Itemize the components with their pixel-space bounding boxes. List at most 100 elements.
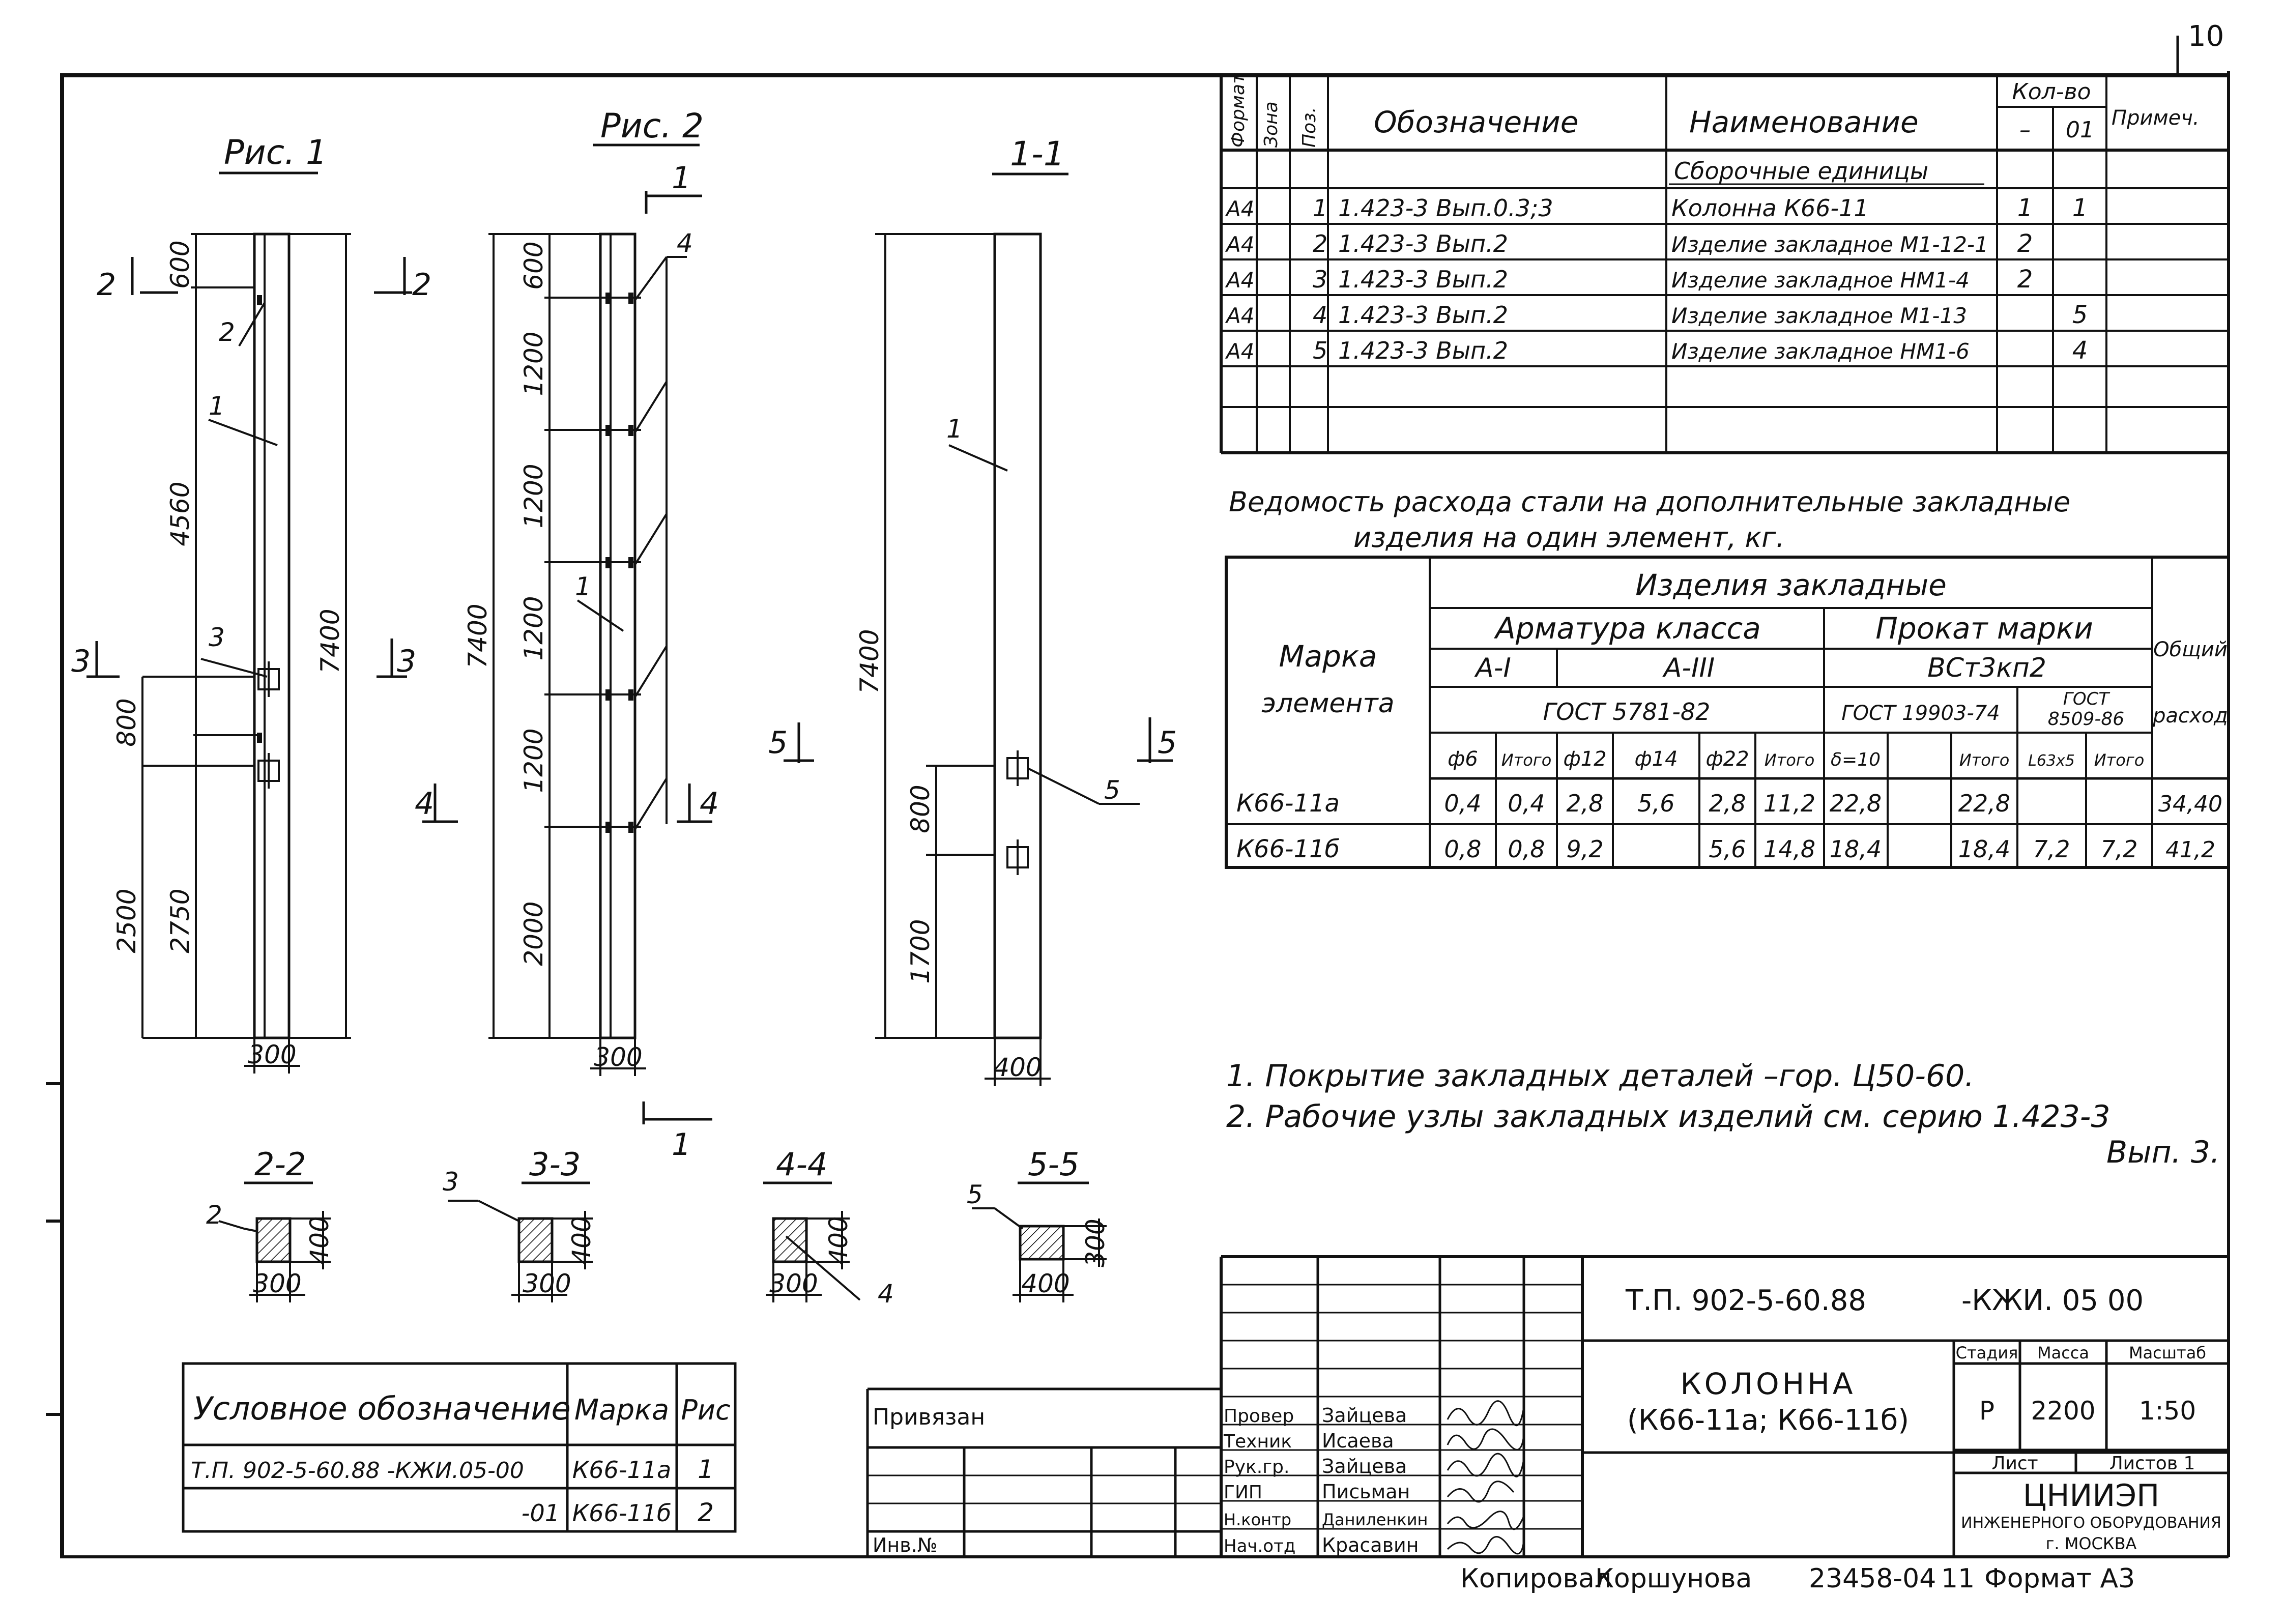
title-stage-h: Стадия: [1956, 1343, 2018, 1362]
legend-row2-fig: 2: [698, 1498, 714, 1527]
steel-title-line2: изделия на один элемент, кг.: [1353, 521, 1785, 554]
privyazan-text: Привязан Инв.№: [873, 1404, 985, 1556]
role-1: Провер: [1224, 1406, 1294, 1427]
spec-row4-name: Изделие закладное М1-13: [1671, 303, 1967, 328]
spec-row2-designation: 1.423-3 Вып.2: [1338, 230, 1508, 257]
fig1-dim-4560: 4560: [165, 481, 195, 546]
steel-col-10: L63х5: [2028, 752, 2075, 770]
steel-h-prokat: Прокат марки: [1875, 611, 2093, 646]
section-4-4-callout: 4: [878, 1279, 894, 1309]
title-block: [1220, 1255, 2229, 1557]
legend-h-desc: Условное обозначение: [193, 1390, 571, 1427]
steel-row1-c4: 5,6: [1637, 790, 1674, 817]
section-3-3-height: 400: [567, 1216, 596, 1264]
steel-h-gost1: ГОСТ 5781-82: [1543, 698, 1711, 726]
title-sheet-h: Лист: [1991, 1453, 2038, 1474]
title-name-2: (К66-11а; К66-11б): [1627, 1404, 1909, 1437]
fig2-view: Рис. 2: [422, 106, 712, 1124]
section-1-1-cut-5-right: 5: [1158, 725, 1177, 761]
spec-row1-designation: 1.423-3 Вып.0.3;3: [1338, 194, 1553, 222]
fig2-dim-1200-b: 1200: [519, 463, 548, 528]
legend-table: [182, 1362, 737, 1533]
org-name-1: ЦНИИЭП: [2023, 1478, 2159, 1514]
section-1-1-dim-800: 800: [906, 785, 935, 833]
section-1-1-dim-1700: 1700: [906, 919, 935, 983]
steel-row2-mark: К66-11б: [1236, 835, 1340, 863]
spec-table: [1220, 75, 2229, 454]
steel-h-gost3-b: 8509-86: [2048, 709, 2124, 730]
spec-h-qty-a: –: [2019, 117, 2031, 143]
fig1-callout-3: 3: [209, 623, 225, 652]
section-1-1-view: 1-1: [784, 134, 1173, 1086]
fig2-dim-1200-c: 1200: [519, 596, 548, 660]
legend-row1-desc: Т.П. 902-5-60.88 -КЖИ.05-00: [191, 1458, 524, 1484]
sheet-frame: [46, 36, 2230, 1558]
section-4-4-title: 4-4: [776, 1146, 827, 1183]
section-2-2-title: 2-2: [254, 1146, 306, 1183]
section-3-3-width: 300: [523, 1269, 571, 1298]
steel-h-mark: Марка: [1279, 639, 1377, 674]
steel-h-armatura: Арматура класса: [1493, 611, 1761, 646]
spec-row3-pos: 3: [1313, 266, 1327, 293]
page-number: 10: [2188, 20, 2224, 53]
section-2-2-callout: 2: [206, 1200, 222, 1230]
spec-row2-format: А4: [1225, 232, 1254, 257]
spec-h-qty: Кол-во: [2012, 79, 2091, 105]
steel-h-steel: ВСт3кп2: [1927, 653, 2046, 683]
name-2: Исаева: [1322, 1430, 1394, 1452]
fig2-callout-1: 1: [575, 572, 591, 601]
spec-row2-qty-a: 2: [2017, 229, 2033, 258]
fig1-labels: 600 4560 800 2500 2750 7400 300 2 1 3 2 …: [71, 240, 431, 1069]
title-block-text: Т.П. 902-5-60.88 -КЖИ. 05 00 КОЛОННА (К6…: [1223, 1284, 2221, 1556]
steel-col-7: δ=10: [1831, 749, 1881, 770]
steel-h-mark2: элемента: [1261, 688, 1394, 719]
section-1-1-dim-400: 400: [993, 1053, 1042, 1082]
signatures: [1447, 1400, 1525, 1555]
steel-h-gost2: ГОСТ 19903-74: [1841, 702, 2000, 725]
title-mass-h: Масса: [2037, 1343, 2089, 1362]
name-6: Красавин: [1322, 1534, 1419, 1556]
spec-row5-pos: 5: [1313, 337, 1327, 364]
title-scale: 1:50: [2139, 1396, 2196, 1426]
steel-col-2: Итого: [1501, 750, 1552, 770]
title-sheets-h: Листов 1: [2109, 1453, 2195, 1474]
steel-col-11: Итого: [2094, 750, 2145, 770]
fig2-dim-1200-a: 1200: [519, 331, 548, 396]
section-4-4-height: 400: [824, 1216, 853, 1264]
legend-table-text: Условное обозначение Марка Рис Т.П. 902-…: [191, 1390, 731, 1527]
doc-number: 23458-04: [1809, 1563, 1936, 1594]
fig1-cut-3-right: 3: [397, 644, 416, 679]
spec-row5-name: Изделие закладное НМ1-6: [1671, 339, 1970, 364]
fig2-dim-1200-d: 1200: [519, 728, 548, 793]
steel-row2-c2: 0,8: [1508, 835, 1545, 863]
privyazan-label: Привязан: [873, 1404, 985, 1430]
spec-h-note: Примеч.: [2112, 106, 2200, 130]
section-5-5-title: 5-5: [1028, 1146, 1079, 1183]
title-code: Т.П. 902-5-60.88: [1625, 1284, 1866, 1317]
name-3: Зайцева: [1322, 1455, 1407, 1477]
fig1-cut-2-right: 2: [412, 267, 431, 303]
steel-row2-c6: 14,8: [1763, 835, 1815, 863]
fig2-labels: 600 1200 1200 1200 1200 2000 7400 300 4 …: [415, 160, 719, 1163]
copied-by: Копировал: [1460, 1563, 1611, 1594]
section-1-1-callout-1: 1: [946, 414, 963, 444]
steel-row1-c6: 11,2: [1763, 790, 1815, 817]
spec-h-pos: Поз.: [1299, 107, 1320, 148]
fig2-dim-2000: 2000: [519, 901, 548, 966]
spec-row3-designation: 1.423-3 Вып.2: [1338, 266, 1508, 293]
section-1-1-callout-5: 5: [1104, 775, 1120, 805]
fig2-dim-600: 600: [519, 241, 548, 289]
spec-row1-qty-b: 1: [2072, 194, 2088, 222]
fig1-dim-600: 600: [165, 240, 195, 288]
name-5: Даниленкин: [1322, 1510, 1428, 1529]
spec-row4-pos: 4: [1313, 301, 1327, 329]
spec-row4-qty-b: 5: [2072, 301, 2088, 329]
steel-row1-total: 34,40: [2158, 791, 2222, 817]
legend-row1-fig: 1: [698, 1455, 714, 1484]
section-5-5-height: 300: [1081, 1219, 1110, 1267]
steel-row2-c9: 18,4: [1958, 835, 2010, 863]
note-2b: Вып. 3.: [2106, 1135, 2220, 1170]
spec-row5-qty-b: 4: [2072, 336, 2088, 365]
name-1: Зайцева: [1322, 1404, 1407, 1427]
